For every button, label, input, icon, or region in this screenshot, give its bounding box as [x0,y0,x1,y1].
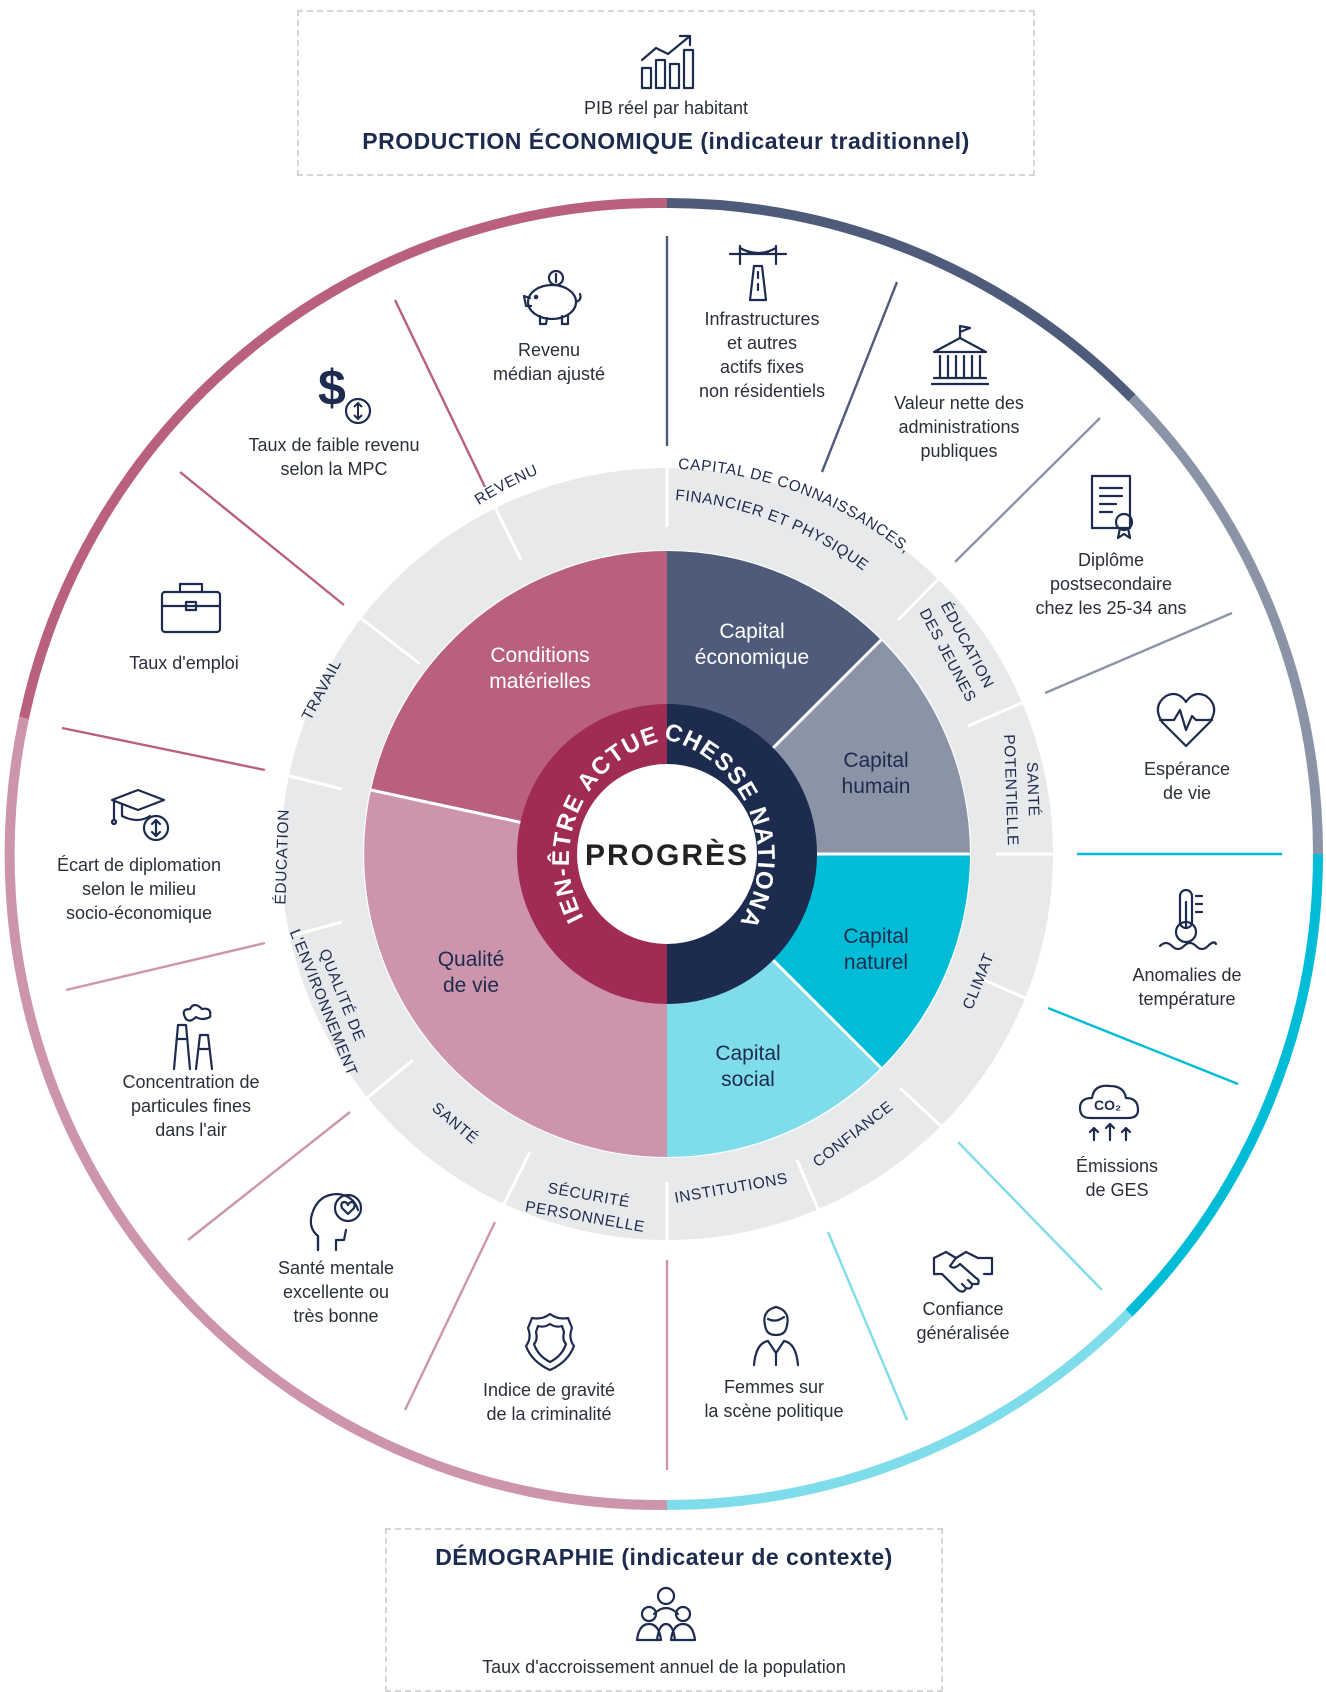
mental-health-head-icon [309,1192,363,1252]
population-subtitle: Taux d'accroissement annuel de la popula… [482,1657,846,1677]
handshake-icon [932,1250,994,1293]
domain-ring-dividers [264,446,1077,1260]
police-badge-icon [524,1312,576,1372]
bar-chart-growth-icon [640,34,695,90]
domain-sante-potentielle: SANTÉPOTENTIELLE [1000,733,1043,846]
production-title: PRODUCTION ÉCONOMIQUE (indicateur tradit… [362,128,970,154]
graduation-cap-icon [110,788,170,842]
government-building-icon [930,324,990,386]
production-economique-box: PIB réel par habitant PRODUCTION ÉCONOMI… [297,10,1035,176]
indicator-emploi: Taux d'emploi [129,653,239,673]
piggy-bank-icon [522,269,582,326]
population-group-icon [635,1586,697,1642]
rim-humain [1128,394,1324,855]
dollar-sign-icon: $ [318,360,372,425]
svg-text:CO₂: CO₂ [1094,1097,1121,1113]
woman-politician-icon [752,1305,800,1367]
heart-pulse-icon [1156,692,1216,748]
thermometer-icon [1158,888,1218,951]
radial-lines [61,236,1282,1470]
demographie-box: DÉMOGRAPHIE (indicateur de contexte) Tau… [385,1528,943,1692]
svg-text:$: $ [318,360,346,416]
rim-naturel [1125,853,1324,1317]
co2-cloud-icon: CO₂ [1078,1084,1140,1142]
factory-smoke-icon [172,1003,214,1071]
rim-economique [666,197,1136,402]
rim-qualite [4,716,668,1511]
center-circle [577,764,757,944]
rim-social [666,1309,1133,1511]
outer-rim [4,197,1324,1511]
domain-education: ÉDUCATION [272,809,292,905]
briefcase-icon [160,582,222,634]
rim-materielles [19,197,668,720]
pib-subtitle: PIB réel par habitant [583,98,749,118]
demographie-title: DÉMOGRAPHIE (indicateur de contexte) [435,1544,893,1570]
center-title: PROGRÈS [585,838,749,872]
diploma-certificate-icon [1090,474,1134,540]
bridge-road-icon [728,244,788,302]
